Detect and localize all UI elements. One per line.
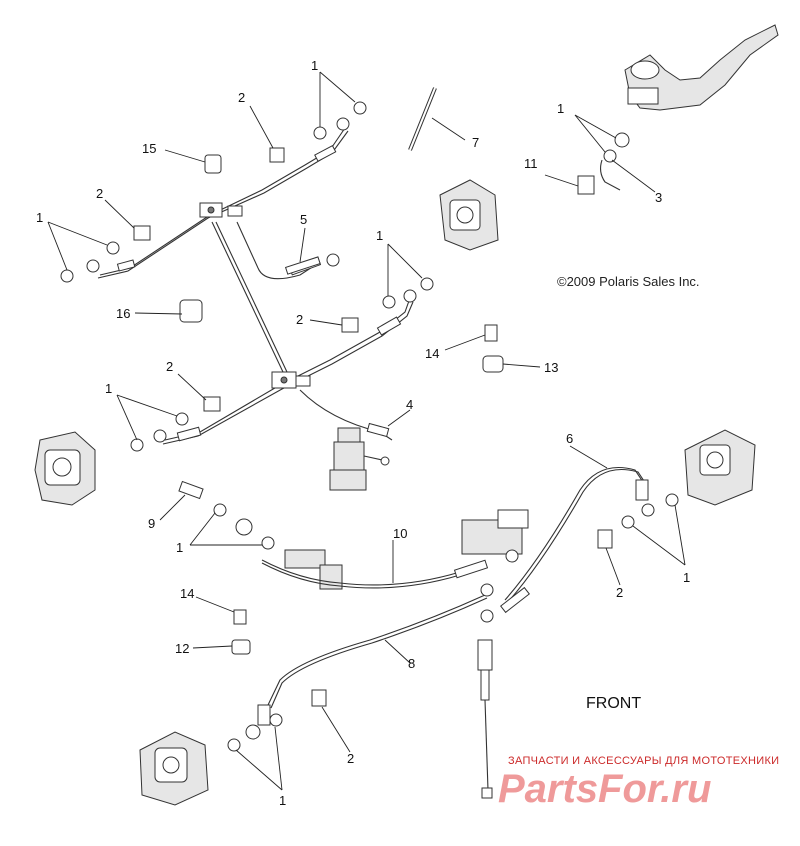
callout-1: 1 [311,58,318,73]
bleeder-9 [178,480,204,500]
callout-1: 1 [683,570,690,585]
clip-12 [231,639,251,655]
hardware [60,101,504,452]
callout-10: 10 [393,526,407,541]
callout-2: 2 [96,186,103,201]
brake-line-6 [500,466,679,614]
front-left-caliper [34,431,96,506]
callout-7: 7 [472,135,479,150]
callout-1: 1 [557,101,564,116]
callout-2: 2 [296,312,303,327]
callout-6: 6 [566,431,573,446]
callout-2: 2 [166,359,173,374]
front-label: FRONT [586,695,641,712]
callout-11: 11 [524,156,538,171]
callout-numbers: 1 2 15 2 1 7 1 11 3 5 1 16 2 14 13 2 1 4… [36,58,690,808]
brake-line-8 [227,583,494,752]
callout-8: 8 [408,656,415,671]
washer [235,518,253,536]
rear-brake-line-assembly [153,289,417,445]
washer [261,536,275,550]
callout-9: 9 [148,516,155,531]
callout-16: 16 [116,306,130,321]
copyright-text: ©2009 Polaris Sales Inc. [557,274,700,289]
callout-1: 1 [376,228,383,243]
cross-brake-line [211,221,284,373]
callout-14: 14 [425,346,439,361]
fitting-5 [284,256,321,275]
callout-2: 2 [347,751,354,766]
rear-left-caliper [139,731,209,806]
callout-1: 1 [36,210,43,225]
callout-4: 4 [406,397,413,412]
proportioning-valve [329,427,390,491]
callout-1: 1 [176,540,183,555]
master-cylinder [577,24,779,195]
callout-14: 14 [180,586,194,601]
front-brake-line-assembly [86,117,350,280]
front-right-caliper [439,179,499,251]
callout-2: 2 [238,90,245,105]
callout-1: 1 [105,381,112,396]
watermark-tagline: ЗАПЧАСТИ И АКСЕССУАРЫ ДЛЯ МОТОТЕХНИКИ [508,755,779,767]
callout-12: 12 [175,641,189,656]
callout-3: 3 [655,190,662,205]
rod-7 [408,87,437,151]
screw-14 [233,609,247,625]
callout-15: 15 [142,141,156,156]
rear-right-caliper [684,429,756,506]
washer [213,503,227,517]
watermark: ЗАПЧАСТИ И АКСЕССУАРЫ ДЛЯ МОТОТЕХНИКИ Pa… [498,755,779,811]
watermark-logo: PartsFor.ru [498,767,711,811]
hose-10 [261,509,529,590]
callout-1: 1 [279,793,286,808]
callout-13: 13 [544,360,558,375]
leader-lines [47,71,686,791]
brake-switch-rod [477,639,493,799]
callout-5: 5 [300,212,307,227]
callout-2: 2 [616,585,623,600]
